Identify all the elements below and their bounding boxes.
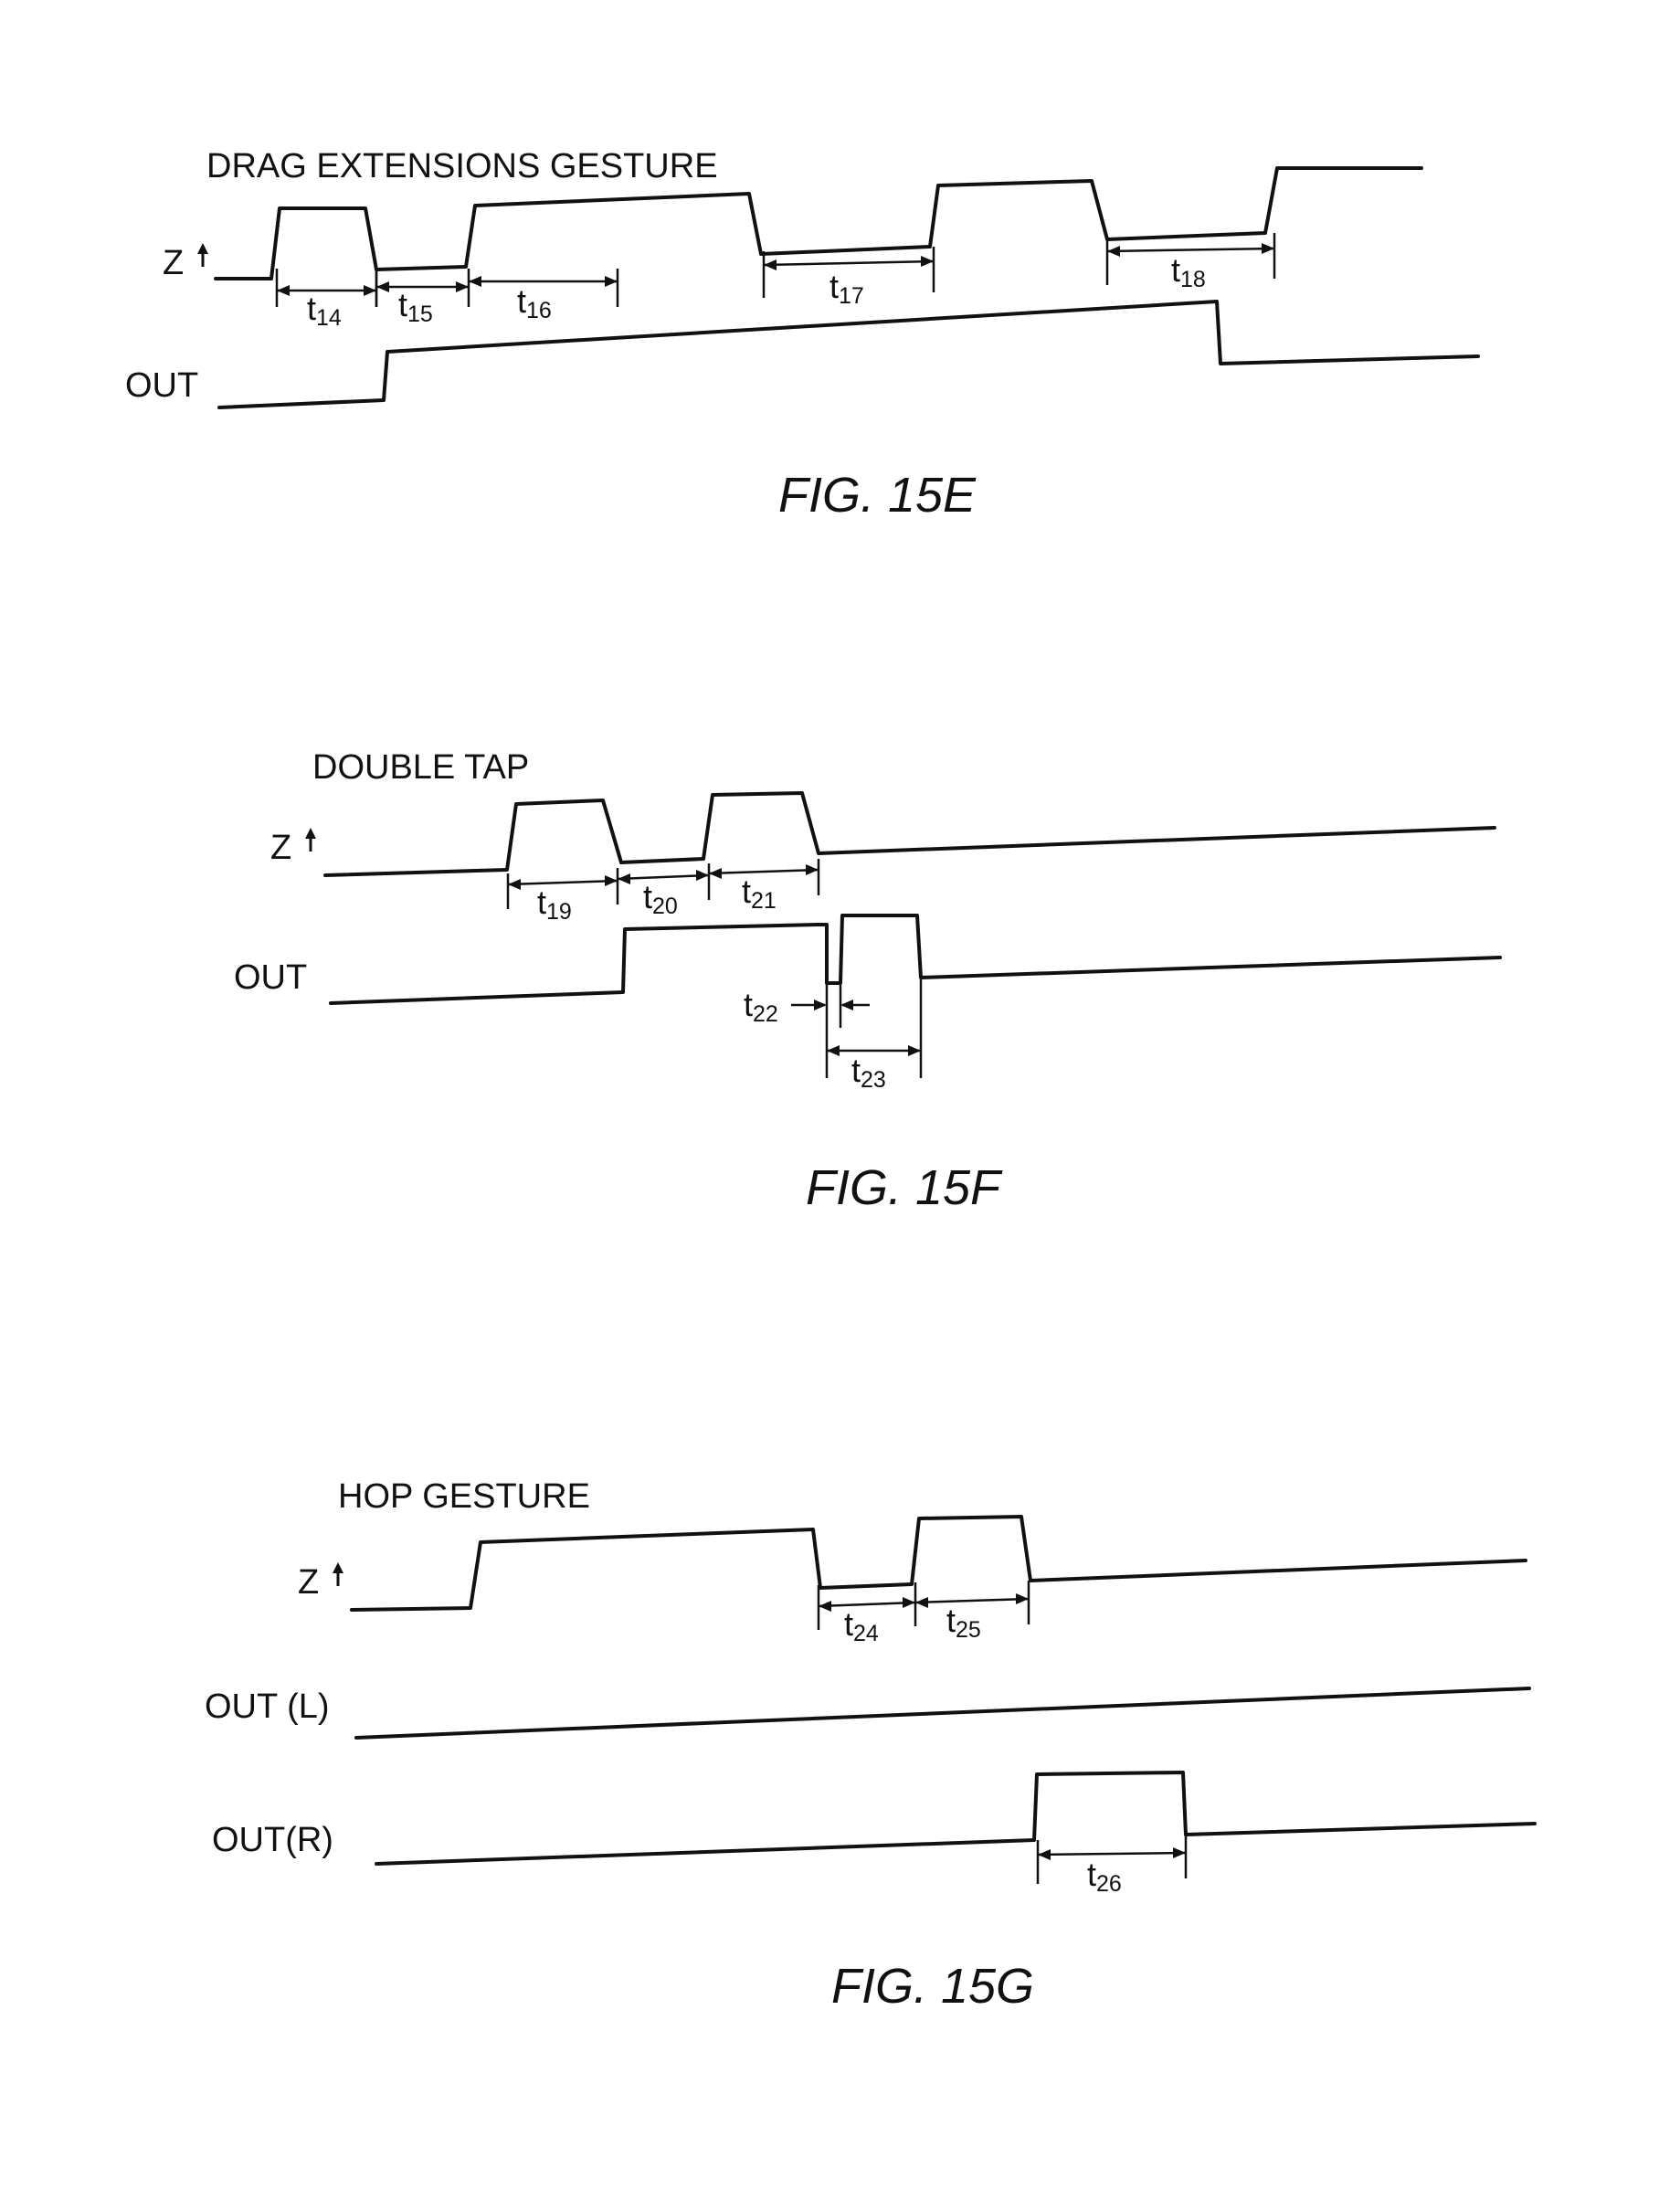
svg-text:t21: t21 bbox=[742, 873, 777, 914]
svg-text:t26: t26 bbox=[1087, 1856, 1122, 1897]
interval-label-main: t bbox=[844, 1605, 853, 1643]
interval-label-main: t bbox=[742, 873, 751, 910]
interval-label-sub: 21 bbox=[751, 888, 777, 914]
figure-title: DOUBLE TAP bbox=[312, 748, 529, 787]
up-arrow-icon bbox=[303, 826, 318, 853]
svg-text:t15: t15 bbox=[398, 286, 433, 327]
up-arrow-icon bbox=[195, 241, 210, 269]
interval-label-sub: 20 bbox=[652, 894, 678, 919]
interval-label-main: t bbox=[946, 1602, 956, 1639]
interval-label-sub: 19 bbox=[546, 899, 572, 925]
interval-label-sub: 16 bbox=[526, 298, 552, 323]
interval-t20: t20 bbox=[617, 863, 711, 919]
interval-label-sub: 14 bbox=[316, 305, 342, 331]
figure-caption: FIG. 15F bbox=[806, 1160, 1003, 1215]
interval-label-main: t bbox=[517, 282, 526, 320]
out-l-waveform bbox=[354, 1687, 1531, 1740]
signal-label-z: Z bbox=[270, 829, 291, 867]
z-waveform bbox=[350, 1515, 1527, 1612]
svg-text:t22: t22 bbox=[744, 986, 778, 1027]
interval-label-sub: 24 bbox=[853, 1621, 879, 1646]
interval-label-sub: 25 bbox=[956, 1617, 981, 1643]
svg-text:t16: t16 bbox=[517, 282, 552, 323]
svg-text:t19: t19 bbox=[537, 883, 572, 925]
figure-15f: DOUBLE TAP Z OUT t19 t20 t21 bbox=[234, 748, 1502, 1215]
figure-caption: FIG. 15G bbox=[831, 1959, 1034, 2014]
interval-label-sub: 18 bbox=[1180, 267, 1206, 292]
interval-label-main: t bbox=[744, 986, 753, 1023]
svg-text:t17: t17 bbox=[829, 268, 864, 309]
z-waveform bbox=[323, 791, 1496, 877]
figure-15g: HOP GESTURE Z OUT (L) OUT(R) t24 t25 bbox=[205, 1477, 1537, 2014]
interval-t18: t18 bbox=[1105, 233, 1276, 292]
out-r-waveform bbox=[375, 1771, 1537, 1866]
svg-text:t24: t24 bbox=[844, 1605, 879, 1646]
interval-label-main: t bbox=[307, 290, 316, 327]
interval-label-main: t bbox=[851, 1052, 861, 1089]
z-waveform bbox=[214, 166, 1423, 280]
interval-label-sub: 22 bbox=[753, 1001, 778, 1027]
interval-t21: t21 bbox=[708, 859, 820, 914]
svg-text:t23: t23 bbox=[851, 1052, 886, 1093]
figure-title: DRAG EXTENSIONS GESTURE bbox=[206, 147, 718, 185]
interval-t26: t26 bbox=[1036, 1835, 1188, 1897]
interval-label-main: t bbox=[537, 883, 546, 921]
signal-label-out-r: OUT(R) bbox=[212, 1821, 333, 1859]
svg-text:t25: t25 bbox=[946, 1602, 981, 1643]
interval-t22: t22 bbox=[744, 985, 870, 1028]
interval-label-main: t bbox=[1171, 251, 1180, 289]
up-arrow-icon bbox=[331, 1560, 345, 1588]
svg-text:t18: t18 bbox=[1171, 251, 1206, 292]
interval-label-sub: 15 bbox=[407, 302, 433, 327]
interval-t25: t25 bbox=[914, 1581, 1030, 1643]
interval-t17: t17 bbox=[762, 247, 935, 309]
interval-label-main: t bbox=[643, 878, 652, 915]
interval-label-main: t bbox=[398, 286, 407, 323]
svg-text:t20: t20 bbox=[643, 878, 678, 919]
signal-label-out: OUT bbox=[234, 958, 307, 997]
figure-caption: FIG. 15E bbox=[778, 468, 977, 523]
interval-t16: t16 bbox=[469, 269, 619, 323]
interval-t23: t23 bbox=[825, 979, 923, 1093]
interval-label-sub: 26 bbox=[1096, 1871, 1122, 1897]
interval-t24: t24 bbox=[817, 1582, 917, 1646]
signal-label-out: OUT bbox=[125, 366, 198, 405]
figure-15e: DRAG EXTENSIONS GESTURE Z OUT t14 t15 bbox=[125, 147, 1480, 523]
out-waveform bbox=[217, 300, 1480, 409]
figure-title: HOP GESTURE bbox=[338, 1477, 590, 1516]
signal-label-out-l: OUT (L) bbox=[205, 1687, 330, 1726]
interval-t19: t19 bbox=[506, 868, 619, 925]
interval-label-sub: 17 bbox=[839, 283, 864, 309]
interval-t14: t14 bbox=[275, 269, 378, 331]
out-waveform bbox=[329, 914, 1502, 1005]
interval-label-sub: 23 bbox=[861, 1067, 886, 1093]
interval-label-main: t bbox=[1087, 1856, 1096, 1893]
signal-label-z: Z bbox=[163, 244, 184, 282]
interval-label-main: t bbox=[829, 268, 839, 305]
interval-t15: t15 bbox=[375, 269, 470, 327]
signal-label-z: Z bbox=[298, 1563, 319, 1602]
svg-text:t14: t14 bbox=[307, 290, 342, 331]
